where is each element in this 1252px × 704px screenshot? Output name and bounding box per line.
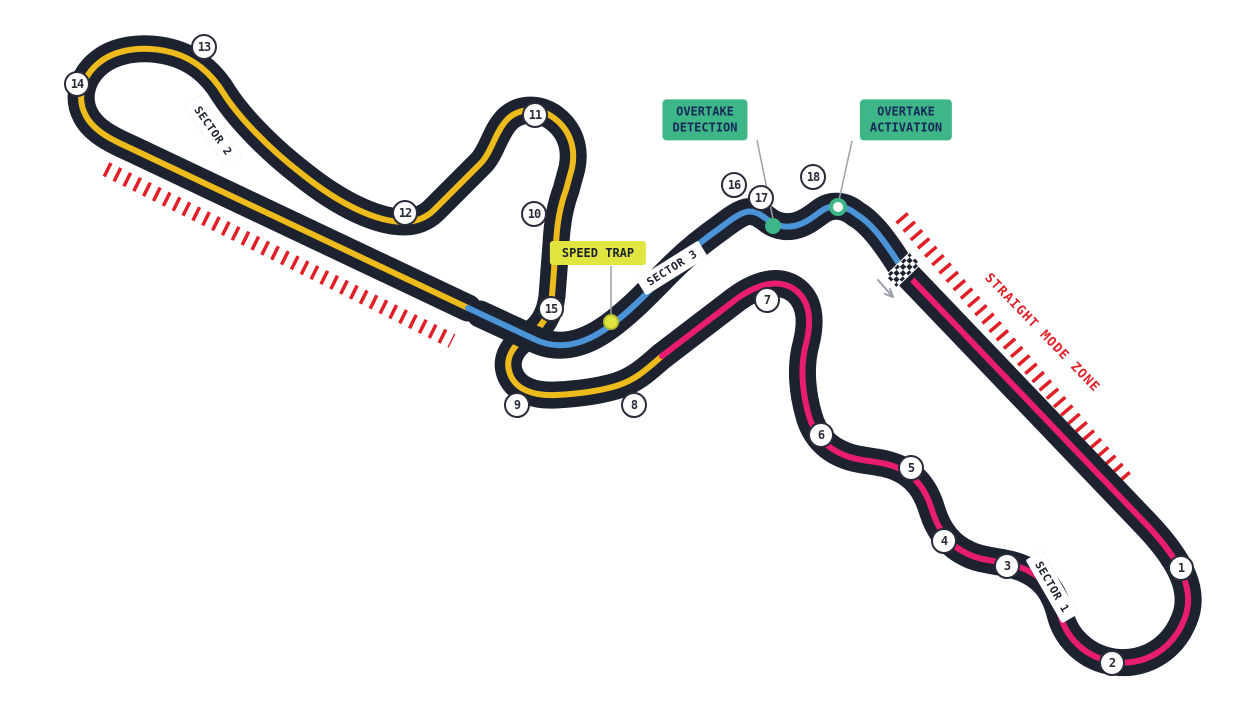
speed-trap-label: SPEED TRAP — [549, 241, 647, 265]
turn-marker-17: 17 — [748, 185, 774, 211]
turn-marker-2: 2 — [1099, 650, 1125, 676]
overtake-activation-leader-line — [838, 140, 853, 201]
turn-marker-13: 13 — [191, 34, 217, 60]
speed-trap-dot — [603, 314, 619, 330]
turn-marker-10: 10 — [521, 201, 547, 227]
turn-marker-1: 1 — [1168, 555, 1194, 581]
overtake-detection-dot — [765, 218, 781, 234]
overtake-activation-ring-icon — [829, 198, 847, 216]
start-finish-checker — [884, 251, 922, 289]
overtake-activation-line1: OVERTAKE — [877, 104, 935, 119]
overtake-activation-label: OVERTAKE ACTIVATION — [859, 99, 953, 141]
turn-marker-8: 8 — [621, 392, 647, 418]
sector1-line — [659, 267, 1192, 666]
overtake-detection-line1: OVERTAKE — [676, 104, 734, 119]
turn-marker-16: 16 — [721, 172, 747, 198]
overtake-detection-label: OVERTAKE DETECTION — [662, 99, 748, 141]
overtake-activation-line2: ACTIVATION — [869, 120, 943, 134]
straight-mode-hatch-right — [895, 212, 1135, 488]
sector2-line — [78, 45, 665, 399]
turn-marker-11: 11 — [522, 102, 548, 128]
overtake-detection-line2: DETECTION — [672, 120, 738, 134]
turn-marker-4: 4 — [931, 528, 957, 554]
straight-mode-hatch-left — [102, 162, 456, 348]
turn-marker-3: 3 — [994, 553, 1020, 579]
turn-marker-5: 5 — [898, 455, 924, 481]
track-band-sector1 — [648, 256, 1202, 677]
travel-direction-arrow-icon — [877, 279, 894, 298]
turn-marker-6: 6 — [808, 422, 834, 448]
turn-marker-18: 18 — [800, 164, 826, 190]
turn-marker-7: 7 — [754, 287, 780, 313]
turn-marker-9: 9 — [504, 392, 530, 418]
turn-marker-12: 12 — [392, 200, 418, 226]
turn-marker-14: 14 — [64, 71, 90, 97]
turn-marker-15: 15 — [538, 296, 564, 322]
